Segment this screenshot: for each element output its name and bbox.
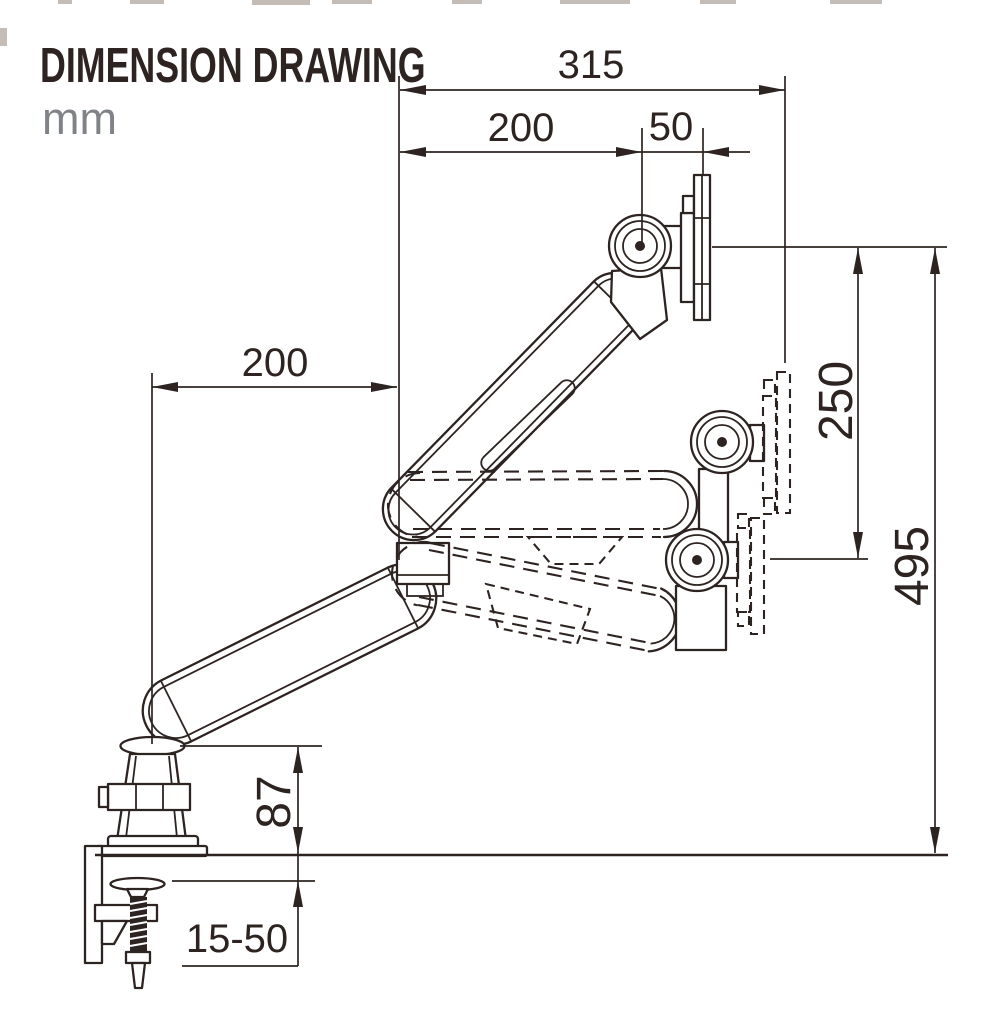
dimension-base-height: 87 (180, 745, 322, 966)
vesa-tab-dashed (736, 512, 751, 530)
height-collar (106, 782, 192, 812)
dimension-front-arm: 200 (151, 341, 397, 744)
arrowhead-left (400, 85, 426, 95)
arrowhead-up (293, 881, 303, 907)
dimension-lift-range: 250 (810, 248, 863, 558)
arrowhead-down (853, 532, 863, 558)
vesa-tab-dashed (762, 496, 777, 516)
vesa-plate-dashed (749, 516, 766, 636)
head-end-housing (674, 584, 728, 652)
clamp-lower-jaw (93, 903, 159, 923)
arm-end-cap (662, 469, 699, 539)
page-title: DIMENSION DRAWING (40, 39, 426, 93)
vesa-bracket (679, 211, 696, 304)
clamp-pad-stem (125, 887, 150, 899)
elbow-lower-tab (406, 583, 444, 597)
upper-arm-inner-outline (387, 277, 642, 536)
top-edge-artifacts (0, 0, 882, 46)
clamp-gusset (100, 919, 129, 946)
upper-arm-cap-seam (390, 487, 436, 533)
dimension-max-height: 495 (886, 248, 940, 853)
ball-joint-center (692, 555, 702, 565)
arm-end-cap-inner (662, 478, 689, 530)
dim-200-upper-label: 200 (488, 106, 555, 150)
dashed-arm-left-cap (390, 540, 431, 607)
elbow-joint (395, 541, 451, 597)
dim-495-label: 495 (886, 526, 939, 606)
arrowhead-outside (703, 147, 729, 157)
arm-end-cap-inner (650, 595, 676, 645)
base-post (95, 735, 209, 858)
screw-knob-top (124, 950, 152, 965)
vesa-plate-dashed (775, 370, 792, 515)
arrowhead-up (930, 248, 940, 274)
arrowhead-up (293, 747, 303, 773)
arrowhead-right (371, 382, 397, 392)
dashed-arm-top-edge (429, 541, 662, 591)
dashed-arm-top-edge (407, 469, 665, 474)
dim-15-50-label: 15-50 (186, 917, 288, 961)
ball-joint-center (635, 241, 645, 251)
ball-joint-center (717, 437, 727, 447)
lower-arm-outline (141, 563, 438, 746)
arrowhead-up (853, 248, 863, 274)
dashed-arm-bottom-inner (418, 595, 651, 645)
upper-arm-outline (381, 271, 648, 542)
unit-label: mm (42, 93, 117, 144)
ball-joint-ring (671, 534, 723, 586)
dimension-clamp-range: 15-50 (172, 880, 315, 967)
dim-200-front-label: 200 (242, 341, 309, 385)
vesa-tab-dashed (762, 378, 777, 398)
ball-joint-inner (622, 228, 658, 264)
dashed-arm-bottom-edge (417, 603, 650, 653)
cable-clip-dashed (484, 582, 592, 646)
screw-knob (130, 961, 147, 990)
lower-vesa-head-dashed (664, 512, 766, 652)
vesa-bracket-tab (681, 194, 696, 215)
vesa-tab-dashed (736, 610, 751, 628)
arrowhead-right (759, 85, 785, 95)
middle-vesa-head-dashed (689, 370, 792, 545)
thread-lines (129, 900, 148, 947)
dim-315-label: 315 (558, 43, 625, 87)
upper-arm (381, 271, 648, 542)
cable-clip-dashed (525, 535, 625, 566)
dashed-arm-top-inner (428, 548, 661, 598)
dashed-arm-left-cap (386, 471, 421, 539)
dashed-arm-top-inner (409, 477, 664, 482)
dimension-upper-arm-and-head: 200 50 (400, 105, 750, 243)
arrowhead-left (400, 147, 426, 157)
arrowhead-left (152, 382, 178, 392)
arrowhead-down (930, 827, 940, 853)
arrowhead-down (293, 827, 303, 853)
desk-clamp (83, 844, 166, 990)
upper-arm-horizontal-dashed (386, 469, 699, 566)
monitor-arm-drawing (83, 173, 792, 990)
gas-spring-slot (480, 379, 576, 472)
dim-87-label: 87 (248, 775, 301, 828)
ball-joint-inner (679, 542, 715, 578)
ball-joint-ring (696, 416, 748, 468)
lower-arm-cap-seam (159, 680, 193, 742)
head-arm-housing (609, 266, 669, 341)
collar-facet (135, 784, 164, 810)
top-vesa-head (607, 173, 712, 341)
dim-50-label: 50 (649, 105, 694, 149)
arrowhead-right (616, 147, 642, 157)
ball-joint-inner (704, 424, 740, 460)
dimension-total-reach: 315 (398, 43, 786, 560)
lower-arm (141, 563, 438, 746)
dim-250-label: 250 (810, 361, 863, 441)
ball-joint-ring (614, 220, 666, 272)
collar-tab (97, 785, 110, 809)
vesa-hole-mark (694, 217, 710, 285)
lower-arm-inner-outline (148, 570, 431, 739)
